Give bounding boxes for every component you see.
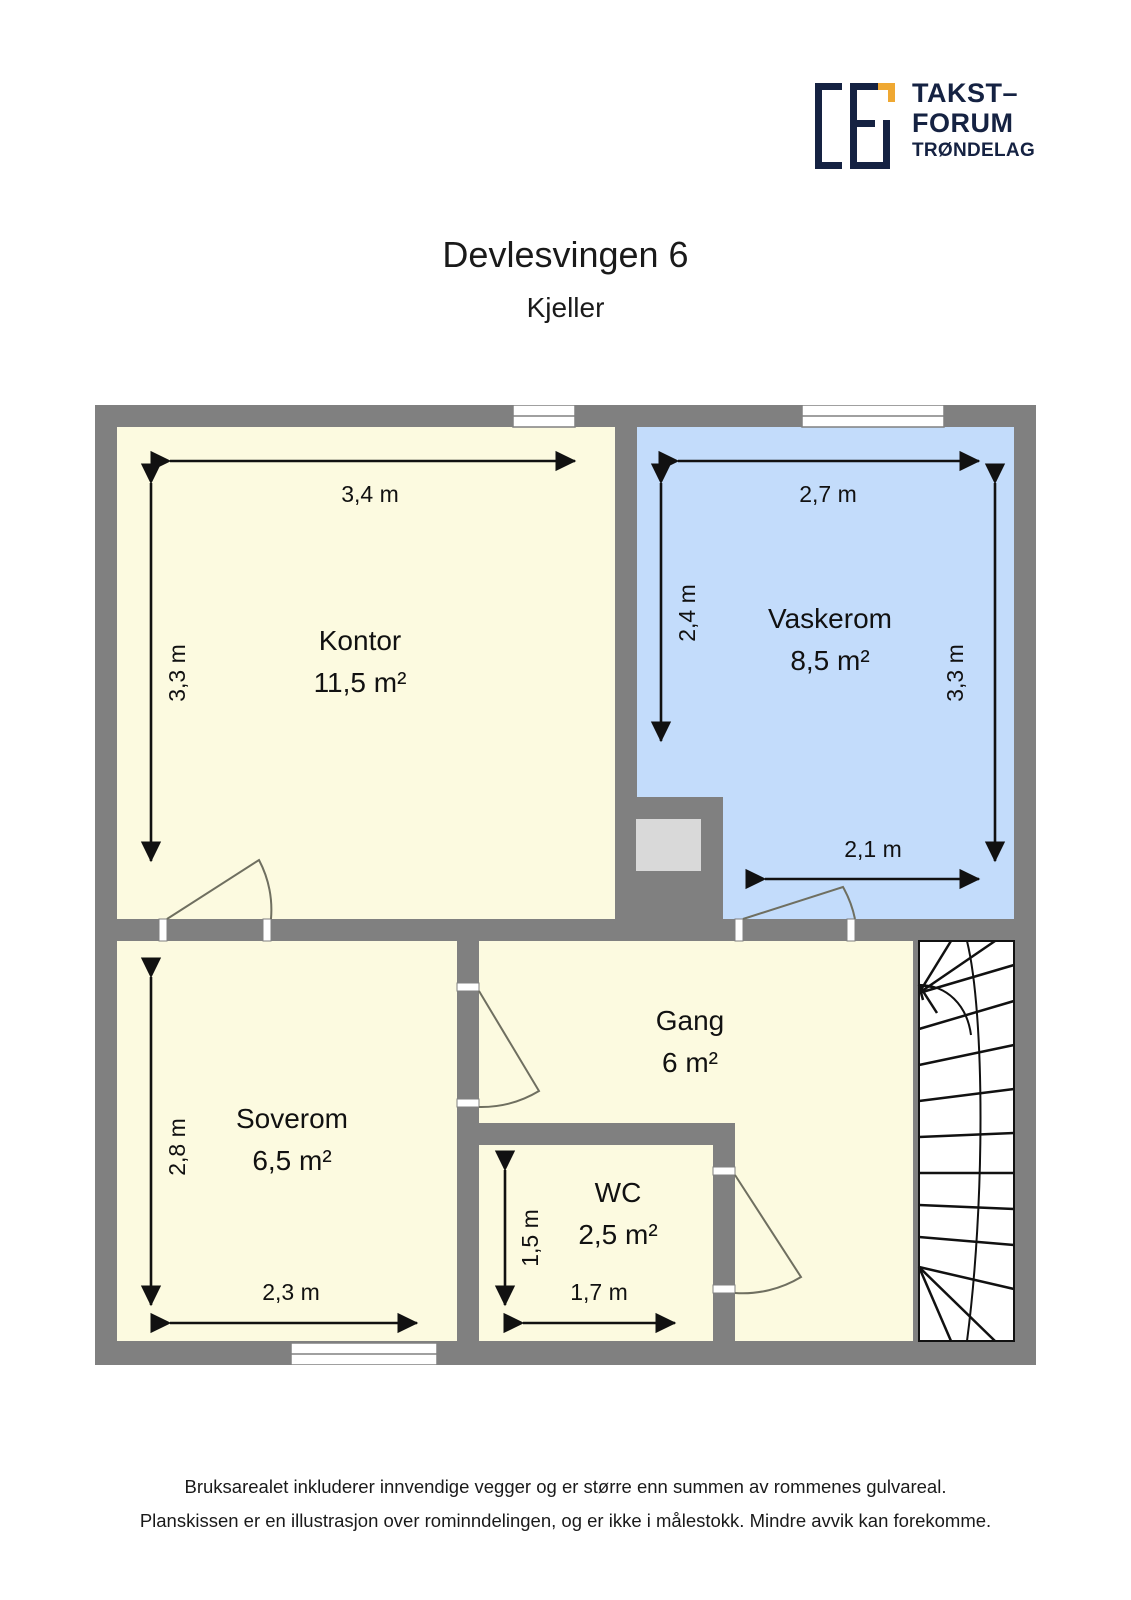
room-name-kontor: Kontor xyxy=(319,625,402,656)
door-swing-kontor xyxy=(166,858,273,920)
room-area-soverom: 6,5 m² xyxy=(252,1145,331,1176)
room-shape-soverom xyxy=(117,941,457,1341)
room-shape-gang xyxy=(479,941,913,1341)
dimlabel-vaskerom-right: 3,3 m xyxy=(942,644,968,702)
door-jamb-vaskerom-right xyxy=(846,918,856,942)
dimlabel-vaskerom-left: 2,4 m xyxy=(674,584,700,642)
page-subtitle: Kjeller xyxy=(526,292,605,323)
room-fills xyxy=(117,427,1015,1342)
door-swing-soverom xyxy=(478,990,541,1109)
takst-forum-logo: TAKST– FORUM TRØNDELAG xyxy=(812,72,1042,182)
windows xyxy=(290,405,945,1365)
room-shape-kontor xyxy=(117,427,615,919)
page-title: Devlesvingen 6 xyxy=(442,234,689,275)
door-jamb-vaskerom-left xyxy=(734,918,744,942)
dimlabel-soverom-height: 2,8 m xyxy=(164,1118,190,1176)
logo-line-2: FORUM xyxy=(912,108,1014,138)
dimlabel-vaskerom-top: 2,7 m xyxy=(799,481,857,507)
room-area-kontor: 11,5 m² xyxy=(314,667,407,698)
footer-line-2: Planskissen er en illustrasjon over romi… xyxy=(139,1510,992,1531)
dimension-labels: 3,4 m 3,3 m 2,7 m 2,4 m 3,3 m 2,1 m 2,8 … xyxy=(164,481,968,1305)
floor-plan: 3,4 m 3,3 m 2,7 m 2,4 m 3,3 m 2,1 m 2,8 … xyxy=(95,405,1036,1365)
footer-line-1: Bruksarealet inkluderer innvendige vegge… xyxy=(184,1476,947,1497)
room-name-wc: WC xyxy=(595,1177,642,1208)
room-area-gang: 6 m² xyxy=(662,1047,718,1078)
room-area-wc: 2,5 m² xyxy=(578,1219,657,1250)
door-jamb-wc-bottom xyxy=(712,1284,736,1294)
dimlabel-vaskerom-bottom: 2,1 m xyxy=(844,836,902,862)
dimlabel-wc-height: 1,5 m xyxy=(517,1209,543,1267)
door-jamb-soverom-top xyxy=(456,982,480,992)
door-swing-wc xyxy=(734,1174,803,1295)
room-shape-vaskerom xyxy=(637,427,1014,919)
staircase xyxy=(917,939,1015,1342)
dimlabel-kontor-height: 3,3 m xyxy=(164,644,190,702)
dimlabel-soverom-width: 2,3 m xyxy=(262,1279,320,1305)
logo-line-1: TAKST– xyxy=(912,78,1019,108)
dimension-lines xyxy=(140,450,1006,1334)
room-name-vaskerom: Vaskerom xyxy=(768,603,892,634)
room-area-vaskerom: 8,5 m² xyxy=(790,645,869,676)
takst-forum-logo-mark-icon xyxy=(815,83,895,169)
dimlabel-wc-width: 1,7 m xyxy=(570,1279,628,1305)
doors xyxy=(158,858,856,1295)
room-name-gang: Gang xyxy=(656,1005,725,1036)
door-jamb-wc-top xyxy=(712,1166,736,1176)
door-jamb-soverom-bottom xyxy=(456,1098,480,1108)
logo-wordmark: TAKST– FORUM TRØNDELAG xyxy=(912,78,1047,164)
logo-line-3: TRØNDELAG xyxy=(912,140,1036,161)
dimlabel-kontor-width: 3,4 m xyxy=(341,481,399,507)
door-jamb-kontor-right xyxy=(262,918,272,942)
shaft-box xyxy=(636,819,701,871)
room-shape-wc xyxy=(479,1145,713,1341)
room-labels: Kontor 11,5 m² Vaskerom 8,5 m² Soverom 6… xyxy=(236,603,892,1250)
room-name-soverom: Soverom xyxy=(236,1103,348,1134)
door-jamb-kontor-left xyxy=(158,918,168,942)
footer-notes: Bruksarealet inkluderer innvendige vegge… xyxy=(0,1470,1131,1538)
